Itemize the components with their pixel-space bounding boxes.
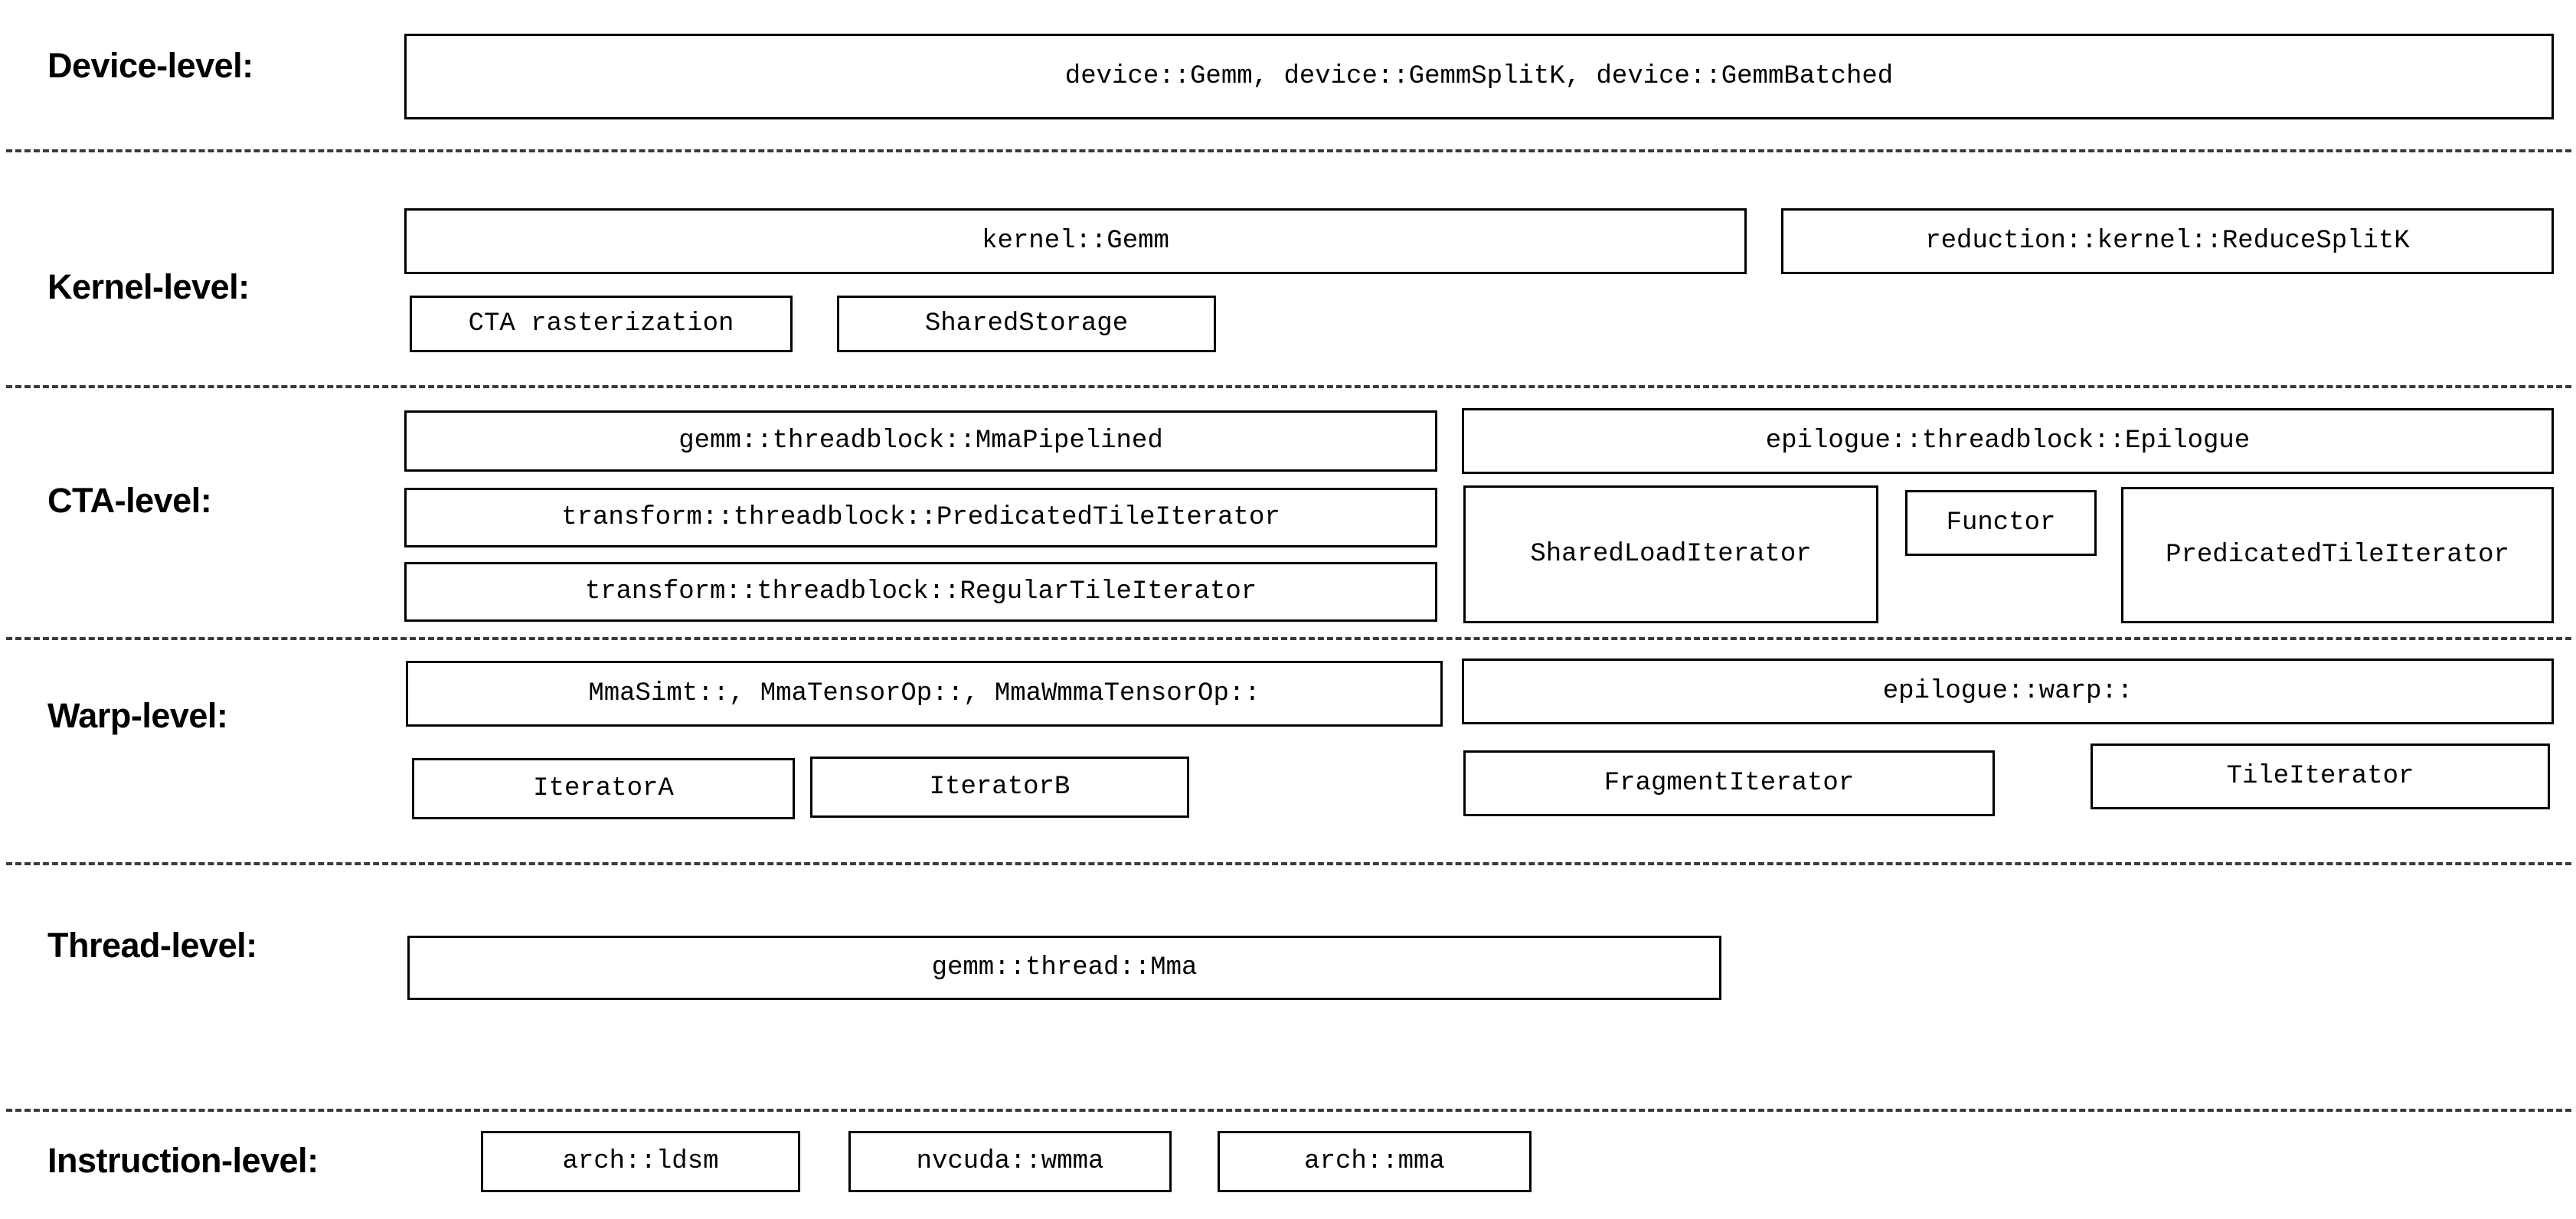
box-shared-load-iterator[interactable]: SharedLoadIterator	[1463, 485, 1878, 623]
box-reduction-kernel-reducesplitk[interactable]: reduction::kernel::ReduceSplitK	[1781, 208, 2554, 274]
box-shared-storage[interactable]: SharedStorage	[837, 296, 1216, 352]
divider-kernel-cta	[6, 385, 2571, 388]
box-functor[interactable]: Functor	[1905, 490, 2097, 556]
row-label-device-level: Device-level:	[47, 46, 253, 85]
box-tile-iterator-label: TileIterator	[2226, 762, 2414, 791]
box-fragment-iterator[interactable]: FragmentIterator	[1463, 750, 1995, 816]
box-epilogue-warp[interactable]: epilogue::warp::	[1462, 659, 2554, 724]
box-epilogue-threadblock-epilogue-label: epilogue::threadblock::Epilogue	[1765, 426, 2251, 456]
divider-thread-instruction	[6, 1109, 2571, 1112]
box-transform-threadblock-predicatedtileiterator-label: transform::threadblock::PredicatedTileIt…	[561, 503, 1280, 532]
box-mma-warp-ops[interactable]: MmaSimt::, MmaTensorOp::, MmaWmmaTensorO…	[406, 661, 1443, 727]
box-shared-load-iterator-label: SharedLoadIterator	[1530, 540, 1812, 569]
box-arch-ldsm[interactable]: arch::ldsm	[481, 1131, 800, 1192]
box-device-gemm[interactable]: device::Gemm, device::GemmSplitK, device…	[404, 34, 2554, 119]
box-epilogue-threadblock-epilogue[interactable]: epilogue::threadblock::Epilogue	[1462, 408, 2554, 474]
box-cta-rasterization-label: CTA rasterization	[468, 309, 734, 338]
box-arch-ldsm-label: arch::ldsm	[562, 1147, 719, 1176]
box-mma-warp-ops-label: MmaSimt::, MmaTensorOp::, MmaWmmaTensorO…	[588, 679, 1260, 708]
box-gemm-thread-mma[interactable]: gemm::thread::Mma	[407, 936, 1721, 1000]
box-gemm-thread-mma-label: gemm::thread::Mma	[931, 953, 1198, 982]
box-gemm-threadblock-mmapipelined[interactable]: gemm::threadblock::MmaPipelined	[404, 410, 1437, 472]
box-shared-storage-label: SharedStorage	[924, 309, 1129, 338]
box-device-gemm-label: device::Gemm, device::GemmSplitK, device…	[1064, 62, 1894, 91]
box-transform-threadblock-regulartileiterator[interactable]: transform::threadblock::RegularTileItera…	[404, 562, 1437, 622]
row-label-cta-level: CTA-level:	[47, 481, 212, 520]
divider-device-kernel	[6, 149, 2571, 152]
box-predicated-tile-iterator[interactable]: PredicatedTileIterator	[2121, 487, 2554, 623]
box-gemm-threadblock-mmapipelined-label: gemm::threadblock::MmaPipelined	[678, 426, 1163, 456]
box-predicated-tile-iterator-label: PredicatedTileIterator	[2166, 541, 2509, 570]
box-tile-iterator[interactable]: TileIterator	[2091, 743, 2550, 809]
row-label-thread-level: Thread-level:	[47, 926, 257, 965]
box-kernel-gemm[interactable]: kernel::Gemm	[404, 208, 1747, 274]
divider-cta-warp	[6, 637, 2571, 640]
box-cta-rasterization[interactable]: CTA rasterization	[410, 296, 793, 352]
box-iterator-a[interactable]: IteratorA	[412, 758, 795, 819]
box-reduction-kernel-reducesplitk-label: reduction::kernel::ReduceSplitK	[1925, 227, 2410, 256]
box-transform-threadblock-predicatedtileiterator[interactable]: transform::threadblock::PredicatedTileIt…	[404, 488, 1437, 547]
box-arch-mma-label: arch::mma	[1304, 1147, 1445, 1176]
box-nvcuda-wmma[interactable]: nvcuda::wmma	[848, 1131, 1172, 1192]
row-label-instruction-level: Instruction-level:	[47, 1141, 319, 1180]
box-nvcuda-wmma-label: nvcuda::wmma	[916, 1147, 1104, 1176]
box-fragment-iterator-label: FragmentIterator	[1603, 769, 1855, 798]
box-iterator-a-label: IteratorA	[533, 774, 674, 803]
row-label-kernel-level: Kernel-level:	[47, 267, 250, 306]
divider-warp-thread	[6, 862, 2571, 865]
box-kernel-gemm-label: kernel::Gemm	[982, 227, 1169, 256]
row-label-warp-level: Warp-level:	[47, 696, 228, 735]
box-functor-label: Functor	[1946, 508, 2056, 538]
box-transform-threadblock-regulartileiterator-label: transform::threadblock::RegularTileItera…	[584, 577, 1257, 606]
box-iterator-b-label: IteratorB	[929, 773, 1071, 802]
box-arch-mma[interactable]: arch::mma	[1218, 1131, 1532, 1192]
box-iterator-b[interactable]: IteratorB	[810, 757, 1189, 818]
box-epilogue-warp-label: epilogue::warp::	[1882, 677, 2133, 706]
